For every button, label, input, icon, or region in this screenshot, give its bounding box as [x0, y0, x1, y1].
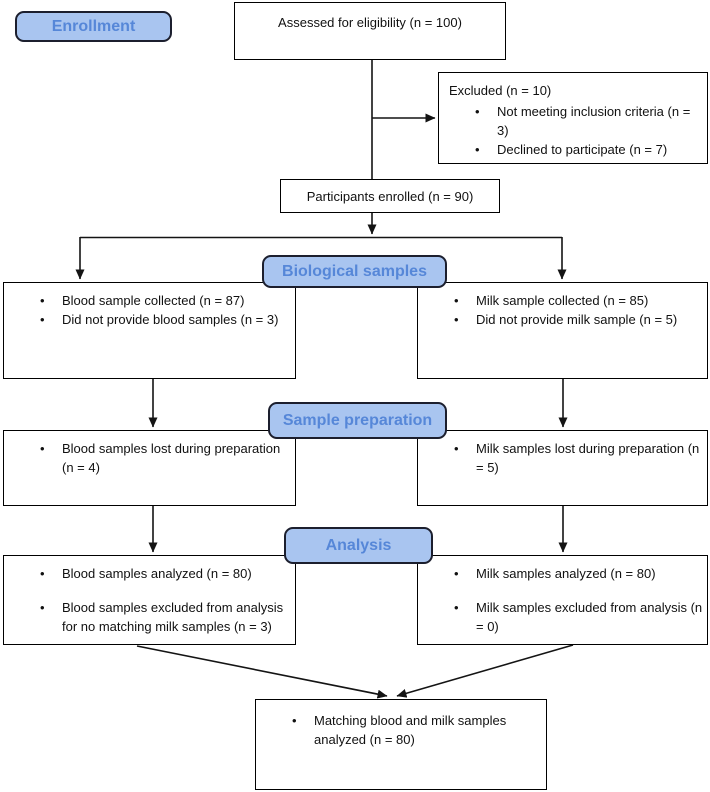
list-item-text: Blood sample collected (n = 87)	[62, 293, 245, 308]
list-item: • Matching blood and milk samples analyz…	[256, 711, 546, 749]
list-item: • Did not provide blood samples (n = 3)	[4, 310, 295, 329]
stage-label-biological-samples: Biological samples	[262, 255, 447, 288]
arrow-milk-to-matching	[396, 644, 574, 698]
list-item-text: Matching blood and milk samples analyzed…	[314, 713, 507, 747]
list-item: • Milk samples excluded from analysis (n…	[418, 598, 707, 636]
list-item: • Not meeting inclusion criteria (n = 3)	[439, 102, 707, 140]
list-item: • Declined to participate (n = 7)	[439, 140, 707, 159]
bullet-icon: •	[40, 600, 45, 615]
box-title: Excluded (n = 10)	[449, 83, 552, 98]
bullet-icon: •	[454, 312, 459, 327]
list-item-text: Milk sample collected (n = 85)	[476, 293, 649, 308]
list-item-text: Blood samples excluded from analysis for…	[62, 600, 284, 634]
list-item: • Milk samples analyzed (n = 80)	[418, 564, 707, 583]
list-item: • Did not provide milk sample (n = 5)	[418, 310, 707, 329]
bullet-icon: •	[454, 441, 459, 456]
stage-label-sample-preparation: Sample preparation	[268, 402, 447, 439]
bullet-icon: •	[40, 566, 45, 581]
box-assessed-for-eligibility: Assessed for eligibility (n = 100)	[234, 2, 506, 60]
list-item-text: Blood samples analyzed (n = 80)	[62, 566, 252, 581]
box-text: Assessed for eligibility (n = 100)	[278, 15, 462, 30]
bullet-icon: •	[40, 293, 45, 308]
list-item: • Blood samples lost during preparation …	[4, 439, 295, 477]
list-item-text: Milk samples analyzed (n = 80)	[476, 566, 656, 581]
box-blood-sample-collected: • Blood sample collected (n = 87) • Did …	[3, 282, 296, 379]
stage-label-analysis: Analysis	[284, 527, 433, 564]
list-item-text: Milk samples excluded from analysis (n =…	[476, 600, 703, 634]
list-item-text: Declined to participate (n = 7)	[497, 142, 668, 157]
bullet-icon: •	[292, 713, 297, 728]
box-participants-enrolled: Participants enrolled (n = 90)	[280, 179, 500, 213]
bullet-icon: •	[40, 312, 45, 327]
list-item-text: Milk samples lost during preparation (n …	[476, 441, 700, 475]
bullet-icon: •	[475, 142, 480, 157]
stage-label-enrollment: Enrollment	[15, 11, 172, 42]
bullet-icon: •	[454, 600, 459, 615]
list-item: • Milk samples lost during preparation (…	[418, 439, 707, 477]
box-excluded: Excluded (n = 10) • Not meeting inclusio…	[438, 72, 708, 164]
bullet-icon: •	[454, 293, 459, 308]
box-matching-samples-analyzed: • Matching blood and milk samples analyz…	[255, 699, 547, 790]
box-text: Participants enrolled (n = 90)	[306, 188, 474, 204]
box-milk-sample-collected: • Milk sample collected (n = 85) • Did n…	[417, 282, 708, 379]
list-item-text: Did not provide milk sample (n = 5)	[476, 312, 678, 327]
list-item-text: Blood samples lost during preparation (n…	[62, 441, 281, 475]
box-milk-samples-analyzed: • Milk samples analyzed (n = 80) • Milk …	[417, 555, 708, 645]
bullet-icon: •	[475, 104, 480, 119]
stage-label-text: Biological samples	[282, 262, 427, 280]
stage-label-text: Enrollment	[51, 17, 136, 35]
list-item-text: Not meeting inclusion criteria (n = 3)	[497, 104, 691, 138]
bullet-icon: •	[40, 441, 45, 456]
box-milk-samples-lost: • Milk samples lost during preparation (…	[417, 430, 708, 506]
list-item: • Blood samples excluded from analysis f…	[4, 598, 295, 636]
arrow-blood-to-matching	[136, 645, 388, 699]
box-blood-samples-analyzed: • Blood samples analyzed (n = 80) • Bloo…	[3, 555, 296, 645]
stage-label-text: Sample preparation	[282, 411, 433, 429]
box-blood-samples-lost: • Blood samples lost during preparation …	[3, 430, 296, 506]
list-item: • Blood sample collected (n = 87)	[4, 291, 295, 310]
list-item: • Milk sample collected (n = 85)	[418, 291, 707, 310]
list-item-text: Did not provide blood samples (n = 3)	[62, 312, 279, 327]
stage-label-text: Analysis	[325, 536, 392, 554]
list-item: • Blood samples analyzed (n = 80)	[4, 564, 295, 583]
bullet-icon: •	[454, 566, 459, 581]
